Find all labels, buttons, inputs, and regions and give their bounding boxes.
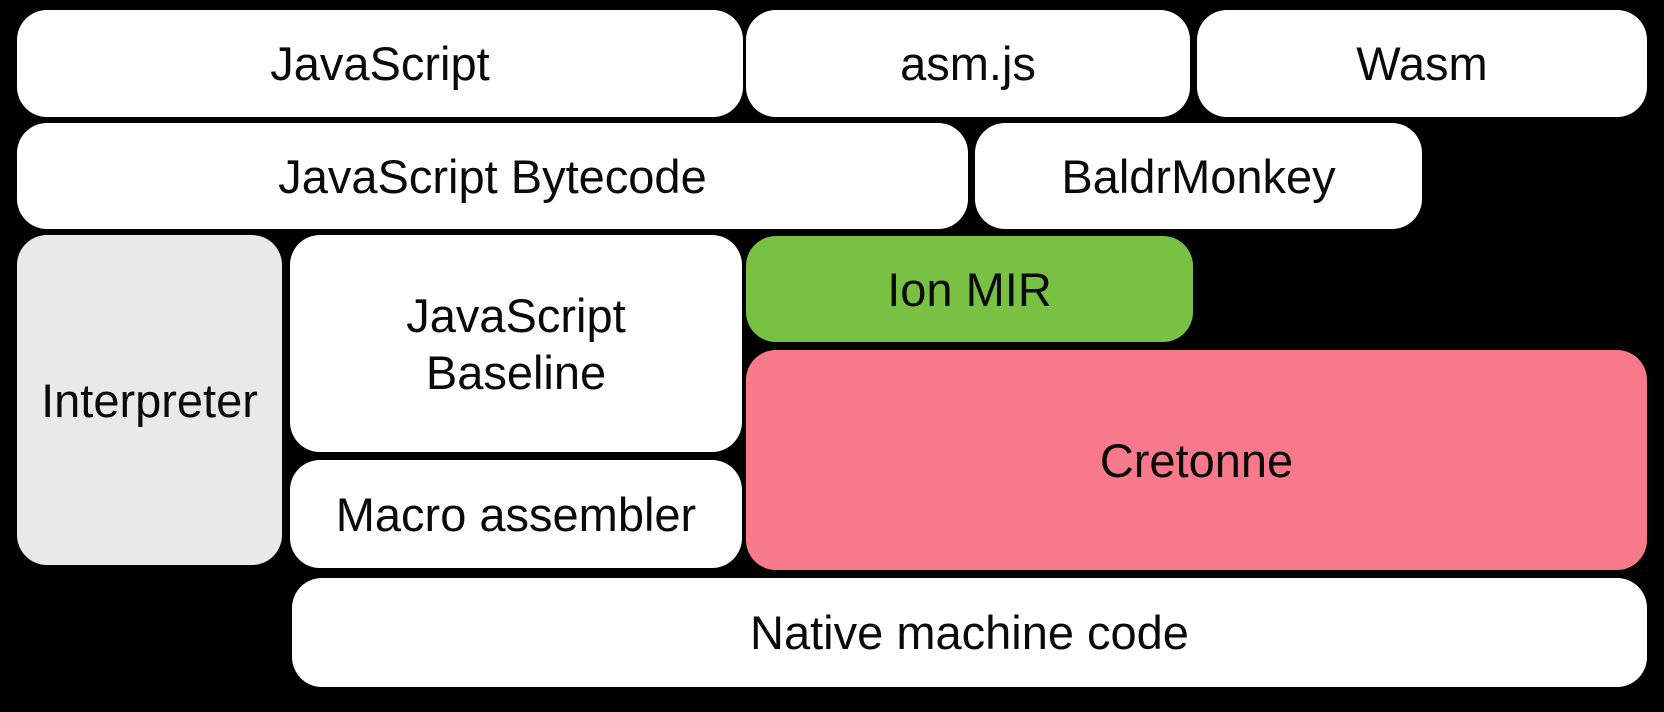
node-javascript-label: JavaScript — [270, 37, 490, 90]
node-baldrmonkey-label: BaldrMonkey — [1061, 149, 1336, 203]
node-asmjs: asm.js — [746, 10, 1190, 117]
node-javascript-baseline: JavaScript Baseline — [290, 235, 742, 452]
node-javascript-baseline-label: JavaScript Baseline — [406, 288, 626, 399]
node-macro-assembler: Macro assembler — [290, 460, 742, 568]
node-cretonne: Cretonne — [746, 350, 1647, 570]
node-ion-mir-label: Ion MIR — [887, 262, 1052, 316]
node-wasm: Wasm — [1197, 10, 1647, 117]
node-macro-assembler-label: Macro assembler — [335, 487, 697, 541]
node-wasm-label: Wasm — [1356, 37, 1488, 90]
node-ion-mir: Ion MIR — [746, 236, 1193, 342]
node-interpreter-label: Interpreter — [41, 373, 258, 427]
node-javascript-bytecode-label: JavaScript Bytecode — [278, 149, 707, 203]
node-asmjs-label: asm.js — [900, 37, 1036, 90]
node-baldrmonkey: BaldrMonkey — [975, 123, 1422, 229]
node-native-machine-code: Native machine code — [292, 578, 1647, 687]
node-native-machine-code-label: Native machine code — [750, 606, 1189, 659]
node-interpreter: Interpreter — [17, 235, 282, 565]
node-cretonne-label: Cretonne — [1099, 433, 1294, 487]
node-javascript: JavaScript — [17, 10, 743, 117]
node-javascript-bytecode: JavaScript Bytecode — [17, 123, 968, 229]
